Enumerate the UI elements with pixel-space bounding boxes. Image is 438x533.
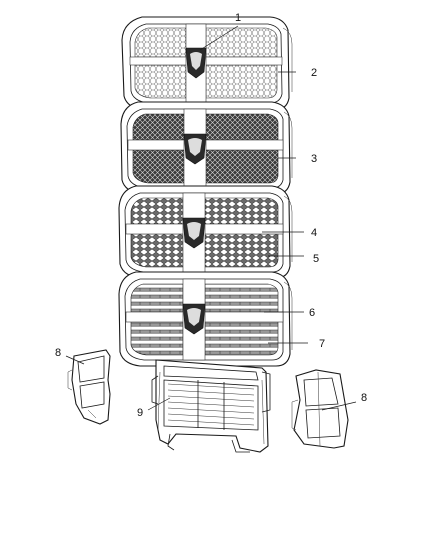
grille-honeycomb bbox=[121, 16, 293, 111]
callout-4: 4 bbox=[311, 227, 317, 239]
callout-2: 2 bbox=[311, 67, 317, 79]
air-shutter bbox=[151, 359, 271, 453]
grille-woven-mesh bbox=[120, 101, 293, 195]
duct-right bbox=[291, 369, 349, 449]
callout-9: 9 bbox=[137, 407, 143, 419]
callout-1: 1 bbox=[235, 12, 241, 24]
callout-8-left: 8 bbox=[55, 347, 61, 359]
duct-left bbox=[67, 349, 111, 425]
callout-3: 3 bbox=[311, 153, 317, 165]
leader-lines bbox=[65, 25, 357, 411]
callouts: 1 2 3 4 5 6 7 8 9 8 bbox=[55, 12, 367, 419]
callout-8-right: 8 bbox=[361, 392, 367, 404]
grille-horizontal-bar bbox=[118, 271, 293, 367]
callout-7: 7 bbox=[319, 338, 325, 350]
callout-5: 5 bbox=[313, 253, 319, 265]
callout-6: 6 bbox=[309, 307, 315, 319]
